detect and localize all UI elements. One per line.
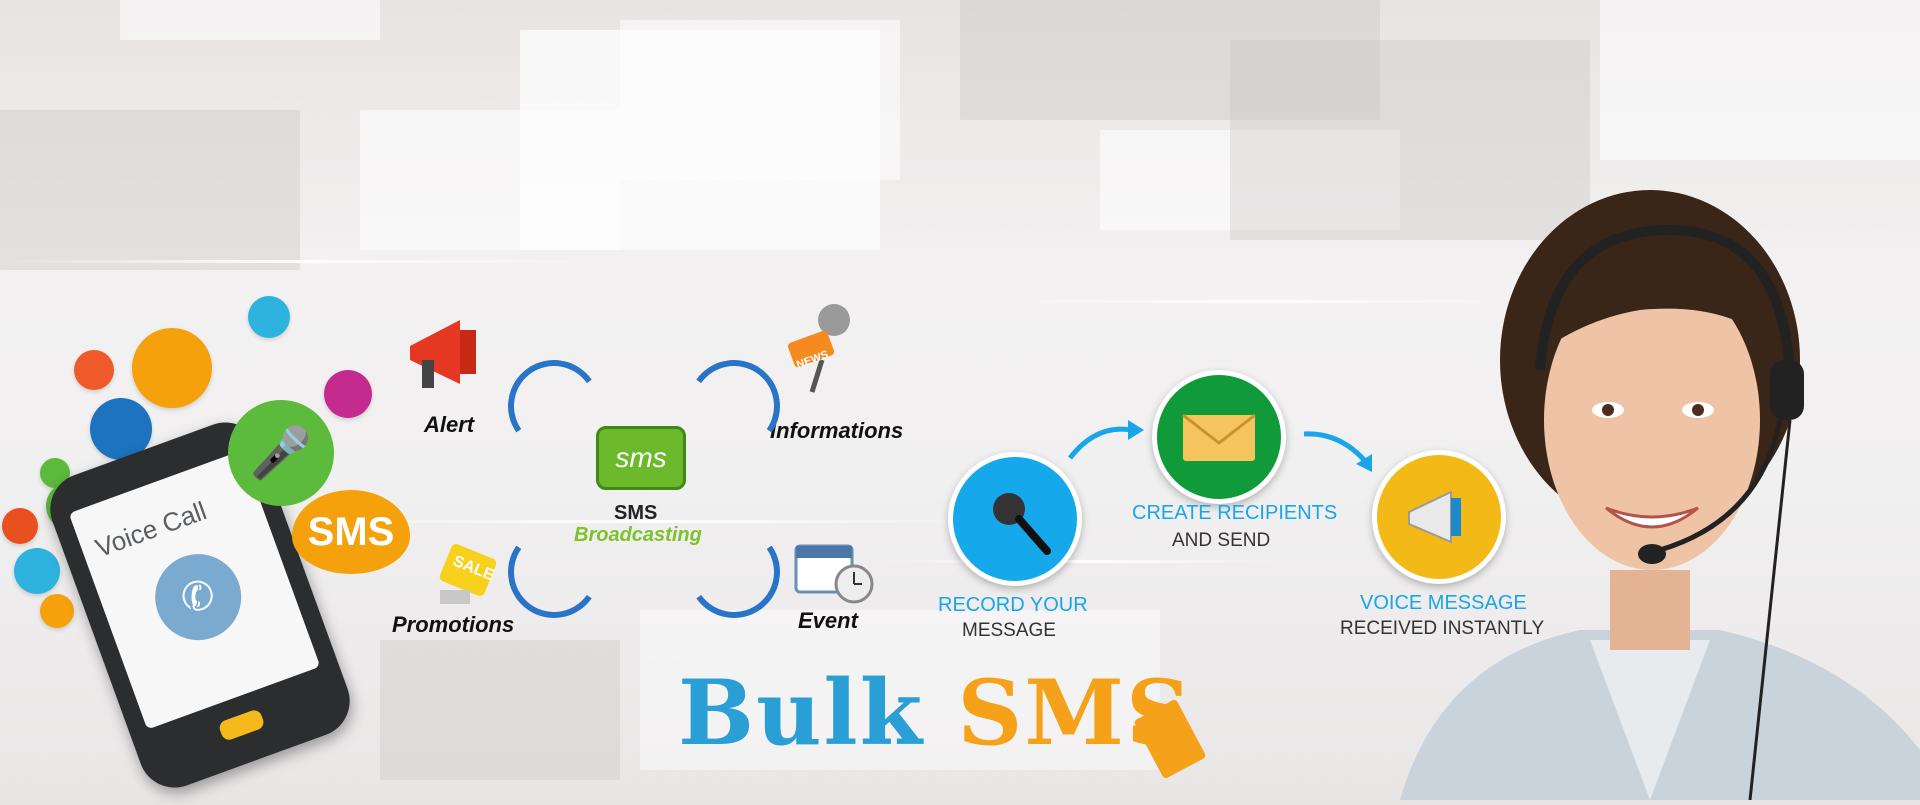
create-step-envelope-icon: [1152, 370, 1286, 504]
sms-bubble-label: SMS: [307, 509, 395, 554]
contact-bubble-icon: [324, 370, 372, 418]
step-3-title: VOICE MESSAGE: [1360, 592, 1527, 614]
step-2-title: CREATE RECIPIENTS: [1132, 502, 1338, 524]
arrow-icon: [1303, 431, 1372, 472]
voice-step-megaphone-icon: [1372, 450, 1506, 584]
title-bulk: Bulk: [678, 660, 925, 766]
contact-bubble-icon: [40, 594, 74, 628]
news-microphone-icon: [782, 300, 862, 396]
sms-bubble: SMS: [292, 490, 410, 574]
contact-bubble-icon: [248, 296, 290, 338]
step-1-sub: MESSAGE: [962, 620, 1056, 641]
home-button: [217, 708, 266, 742]
sms-broadcast-icon: sms: [596, 426, 686, 490]
microphone-bubble-icon: 🎤: [228, 400, 334, 506]
record-step-microphone-icon: [948, 452, 1082, 586]
step-2-sub: AND SEND: [1172, 530, 1271, 551]
arrow-icon: [1068, 420, 1144, 460]
promotions-label: Promotions: [392, 612, 515, 637]
phone-call-icon: ✆: [143, 542, 254, 653]
alert-label: Alert: [424, 412, 475, 437]
step-1-title: RECORD YOUR: [938, 594, 1088, 616]
bulk-sms-title: Bulk SMS: [678, 660, 1193, 766]
signal-wave-icon: [500, 352, 608, 460]
contact-bubble-icon: [74, 350, 114, 390]
informations-label: Informations: [770, 418, 904, 443]
calendar-clock-icon: [792, 540, 876, 606]
step-3-sub: RECEIVED INSTANTLY: [1340, 618, 1545, 639]
megaphone-icon: [400, 306, 492, 398]
event-label: Event: [798, 608, 858, 633]
message-bubble-icon: [132, 328, 212, 408]
phone-cluster: Voice Call ✆ 🎤 SMS: [0, 290, 420, 798]
broadcasting-label: Broadcasting: [574, 524, 702, 546]
contact-bubble-icon: [2, 508, 38, 544]
sms-center-label: SMS: [614, 502, 658, 524]
contact-bubble-icon: [14, 548, 60, 594]
sale-tag-icon: [430, 542, 502, 614]
support-agent-image: [1380, 190, 1920, 801]
